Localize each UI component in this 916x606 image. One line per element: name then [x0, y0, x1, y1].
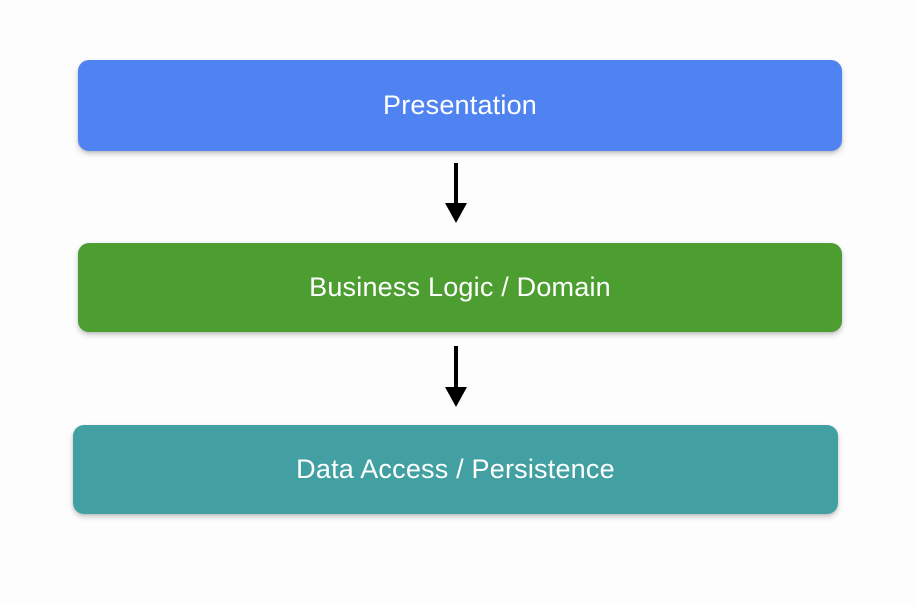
arrow-business-to-data	[445, 346, 467, 407]
layer-label-data-access: Data Access / Persistence	[296, 454, 615, 484]
layer-label-business-logic: Business Logic / Domain	[309, 272, 611, 302]
layer-box-data-access[interactable]: Data Access / Persistence	[73, 425, 838, 514]
layer-box-business-logic[interactable]: Business Logic / Domain	[78, 243, 842, 332]
layer-box-presentation[interactable]: Presentation	[78, 60, 842, 151]
arrow-presentation-to-business	[445, 163, 467, 223]
layer-label-presentation: Presentation	[383, 90, 537, 120]
